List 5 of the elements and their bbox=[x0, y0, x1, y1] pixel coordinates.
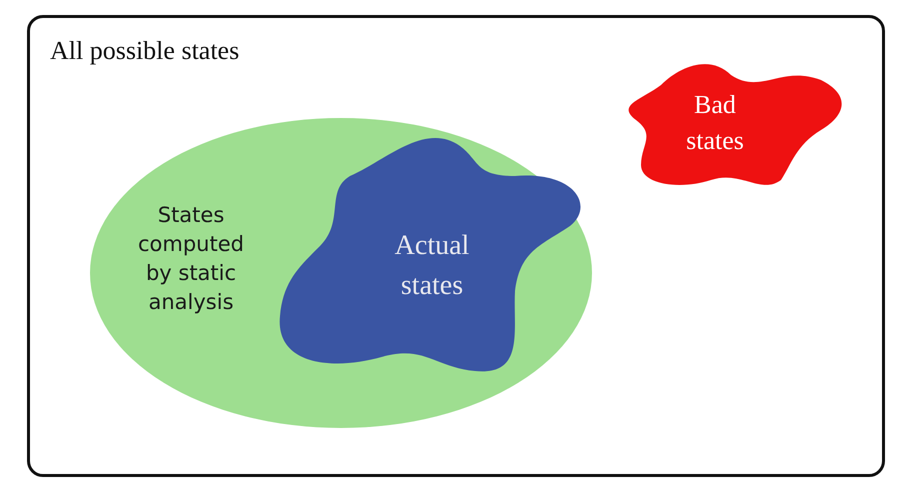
blob-label: Bad states bbox=[685, 89, 745, 157]
outer-frame bbox=[27, 15, 885, 477]
blob-label: Actual states bbox=[394, 229, 470, 303]
region-label: States computed by static analysis bbox=[137, 202, 245, 316]
frame-title: All possible states bbox=[50, 36, 240, 66]
